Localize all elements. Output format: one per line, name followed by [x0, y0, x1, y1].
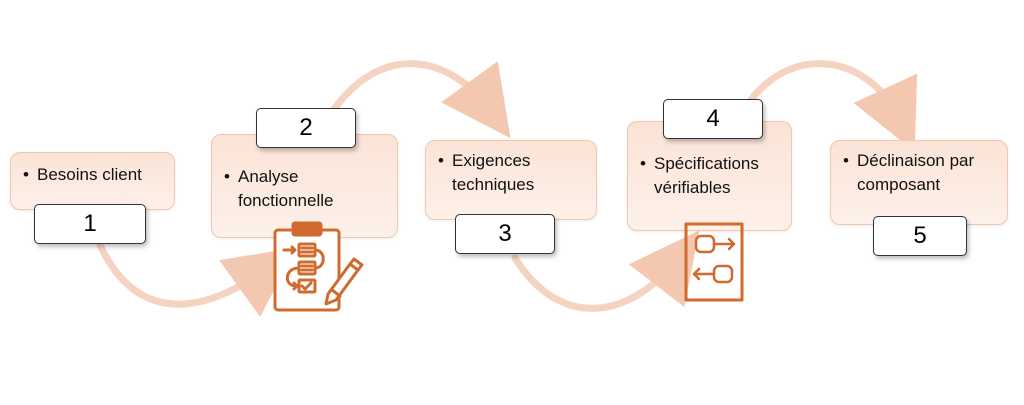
- clipboard-checklist-icon: [273, 221, 364, 312]
- step-2-box: •Analyse fonctionnelle: [211, 134, 398, 238]
- flow-blocks-icon: [684, 222, 744, 302]
- step-4-box: •Spécifications vérifiables: [627, 121, 792, 231]
- step-1-line-1: •Besoins client: [23, 165, 142, 184]
- step-5-line-2: composant: [857, 175, 941, 194]
- step-2-number: 2: [256, 108, 356, 148]
- step-3-line-2: techniques: [452, 175, 535, 194]
- step-4-line-1: •Spécifications: [640, 154, 759, 173]
- step-2-line-2: fonctionnelle: [238, 191, 334, 210]
- step-3-line-1: •Exigences: [438, 151, 531, 170]
- step-5-line-1: •Déclinaison par: [843, 151, 975, 170]
- step-5-number: 5: [873, 216, 967, 256]
- step-5-box: •Déclinaison par composant: [830, 140, 1008, 225]
- step-3-number: 3: [455, 214, 555, 254]
- step-1-box: •Besoins client: [10, 152, 175, 210]
- arrow-1-to-2: [96, 241, 297, 317]
- arrow-4-to-5: [741, 60, 918, 152]
- step-3-box: •Exigences techniques: [425, 140, 597, 220]
- arrow-2-to-3: [326, 60, 511, 139]
- arrow-3-to-4: [511, 230, 700, 312]
- step-1-number: 1: [34, 204, 146, 244]
- step-4-number: 4: [663, 99, 763, 139]
- step-4-line-2: vérifiables: [654, 178, 731, 197]
- step-2-line-1: •Analyse: [224, 167, 299, 186]
